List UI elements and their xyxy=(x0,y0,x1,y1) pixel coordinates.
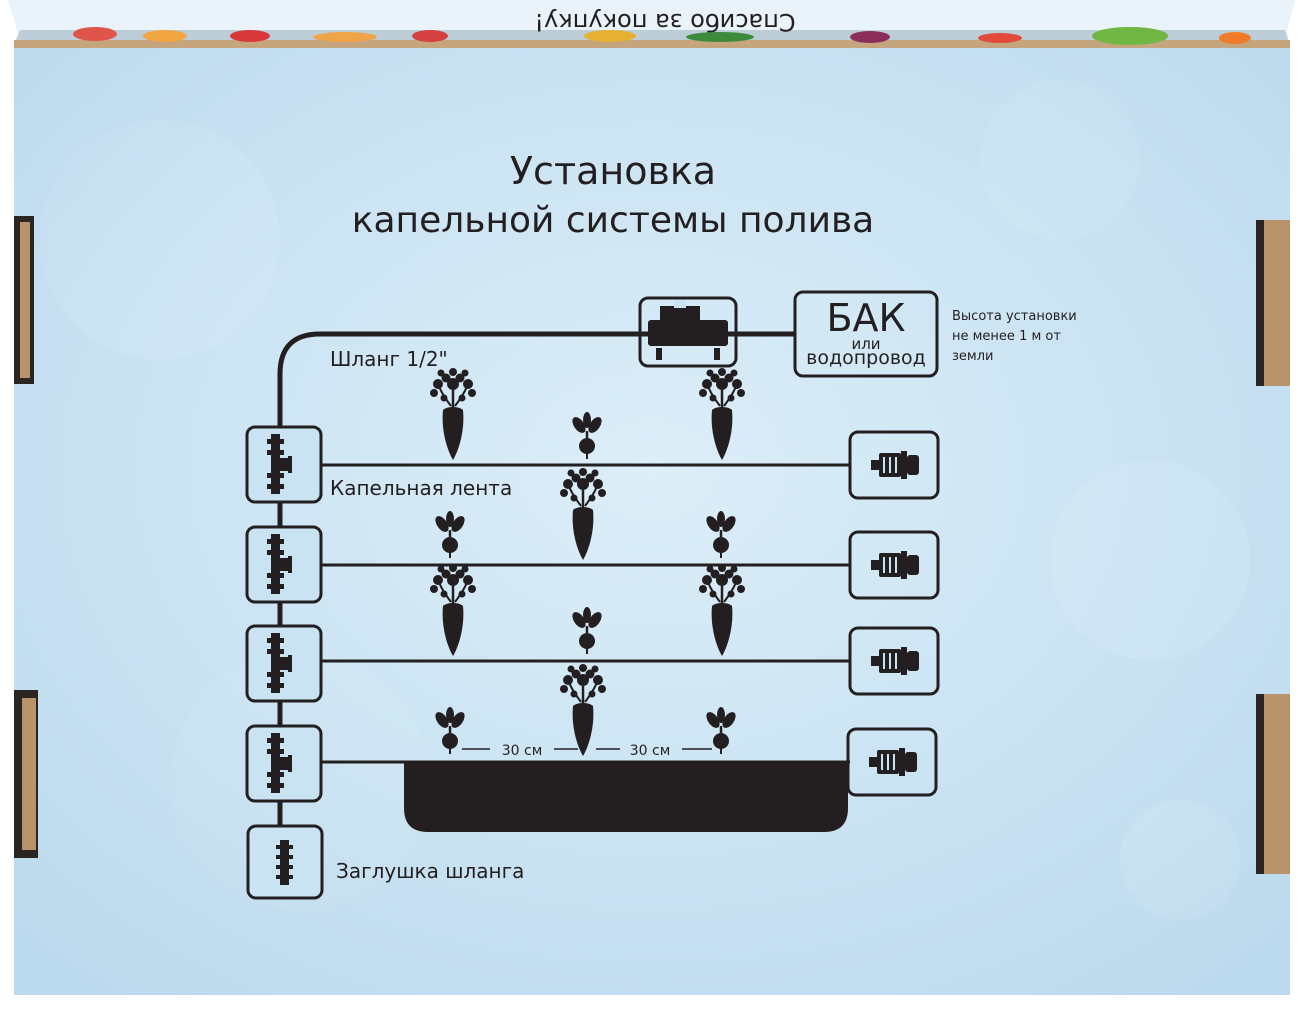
spacing-marks: 30 см 30 см xyxy=(462,743,712,759)
tank-alt: водопровод xyxy=(806,347,926,369)
flap-thanks-text: Спасибо за покупку! xyxy=(534,8,795,36)
box-panel xyxy=(14,40,1290,995)
soil-bed-icon xyxy=(404,762,848,832)
tank-box: БАК или водопровод xyxy=(793,290,939,378)
drip-row-1 xyxy=(245,425,940,504)
side-flaps xyxy=(14,216,1290,874)
main-hose xyxy=(277,331,795,872)
top-flap: Спасибо за покупку! xyxy=(8,0,1295,48)
tank-note-line-1: Высота установки xyxy=(952,309,1077,324)
tank-note-line-3: земли xyxy=(952,349,993,364)
drip-row-2 xyxy=(245,525,940,604)
hose-plug-box xyxy=(246,824,324,900)
drip-row-3 xyxy=(245,624,940,703)
hose-plug-label: Заглушка шланга xyxy=(336,859,524,883)
tank-label: БАК xyxy=(826,296,905,340)
drip-tape-label: Капельная лента xyxy=(330,476,512,500)
tank-or: или xyxy=(851,335,880,353)
valve-icon xyxy=(638,296,738,368)
spacing-right: 30 см xyxy=(630,743,671,759)
title-line-1: Установка xyxy=(510,149,716,193)
spacing-left: 30 см xyxy=(502,743,543,759)
title-line-2: капельной системы полива xyxy=(352,200,875,241)
hose-label: Шланг 1/2" xyxy=(330,347,448,371)
tank-note-line-2: не менее 1 м от xyxy=(952,329,1061,344)
vegetables-strip xyxy=(73,27,1251,45)
